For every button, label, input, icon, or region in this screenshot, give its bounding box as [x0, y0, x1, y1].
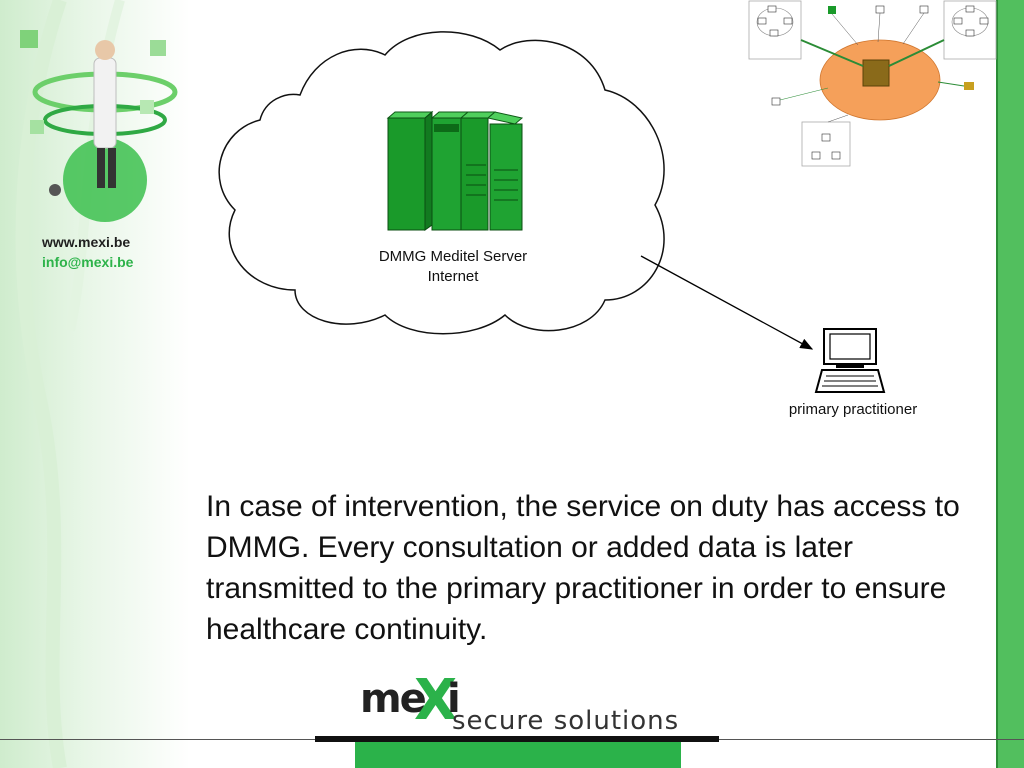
server-label: DMMG Meditel Server Internet: [353, 247, 553, 287]
doctor-illustration: [15, 0, 178, 768]
footer-green-bar: [355, 742, 681, 768]
logo-i: i: [447, 676, 461, 722]
description-text: In case of intervention, the service on …: [206, 490, 960, 646]
computer-icon: [814, 328, 886, 393]
left-sidebar: www.mexi.be info@mexi.be: [0, 0, 190, 768]
website-url[interactable]: www.mexi.be: [42, 234, 131, 250]
right-edge-line: [996, 0, 998, 768]
server-name: DMMG Meditel Server: [378, 248, 528, 265]
server-rack-icon: [386, 110, 524, 231]
logo-x: X: [414, 668, 458, 733]
network-name: Internet: [427, 268, 479, 285]
logo-me: me: [360, 676, 427, 722]
email-address[interactable]: info@mexi.be: [42, 254, 134, 270]
footer-black-bar: [315, 736, 719, 742]
logo-tagline: secure solutions: [452, 706, 680, 736]
right-accent-bar: [998, 0, 1024, 768]
mexi-logo: me X i secure solutions: [355, 668, 685, 738]
practitioner-label: primary practitioner: [788, 401, 918, 418]
data-flow-arrow: [640, 255, 814, 350]
network-overview-thumbnail: [748, 0, 997, 167]
